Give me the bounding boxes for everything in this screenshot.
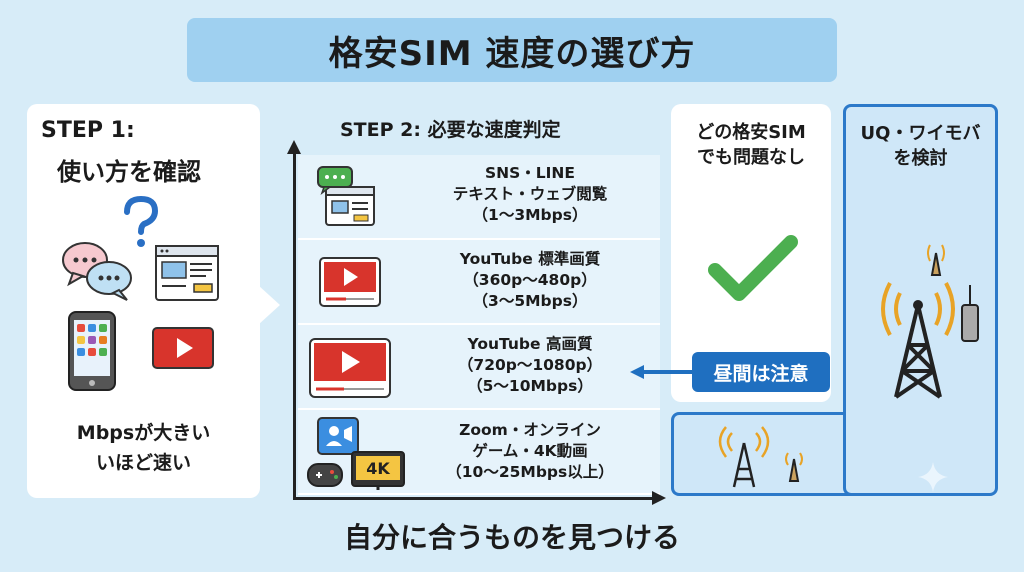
speed-tier-1: SNS・LINE テキスト・ウェブ閲覧 （1〜3Mbps） (298, 155, 660, 240)
tier-1-line3: （1〜3Mbps） (472, 206, 588, 224)
browser-window-icon (155, 245, 219, 301)
uq-title: UQ・ワイモバ を検討 (846, 121, 995, 171)
step1-subheading: 使い方を確認 (57, 158, 201, 186)
x-axis-arrowhead (652, 491, 666, 505)
uq-panel: UQ・ワイモバ を検討 (843, 104, 998, 496)
video-player-icon (152, 327, 214, 369)
uq-title-line1: UQ・ワイモバ (860, 123, 981, 144)
uq-panel-bottom (671, 412, 851, 496)
check-mark-icon (708, 235, 798, 301)
ok-title-line1: どの格安SIM (696, 122, 806, 143)
y-axis-arrowhead (287, 140, 301, 154)
step1-panel: STEP 1: 使い方を確認 (27, 104, 260, 498)
x-axis (293, 497, 653, 500)
footer-caption: 自分に合うものを見つける (343, 521, 680, 554)
step1-note-line1: Mbpsが大きい (76, 422, 211, 444)
tier-1-line1: SNS・LINE (484, 164, 575, 182)
youtube-standard-icon (319, 257, 381, 307)
warning-badge: 昼間は注意 (692, 352, 830, 392)
tier-4-line3: （10〜25Mbps以上） (446, 463, 614, 481)
ok-title: どの格安SIM でも問題なし (671, 120, 831, 170)
tier-2-text: YouTube 標準画質 （360p〜480p） （3〜5Mbps） (410, 249, 650, 312)
tier-3-line2: （720p〜1080p） (457, 356, 603, 374)
ok-title-line2: でも問題なし (697, 147, 805, 168)
warning-arrow (630, 365, 692, 379)
youtube-hd-icon (309, 338, 391, 398)
chat-bubbles-icon (62, 242, 132, 301)
uq-title-line2: を検討 (893, 148, 948, 169)
tier-3-text: YouTube 高画質 （720p〜1080p） （5〜10Mbps） (410, 334, 650, 397)
zoom-game-4k-icon: 4K (307, 417, 405, 490)
tier-1-line2: テキスト・ウェブ閲覧 (452, 185, 608, 203)
4k-label: 4K (366, 459, 390, 478)
step1-note-line2: いほど速い (95, 452, 191, 474)
cell-tower-icon (881, 244, 979, 399)
step1-note: Mbpsが大きい いほど速い (27, 418, 260, 478)
question-mark-icon (124, 196, 159, 247)
tier-4-line2: ゲーム・4K動画 (472, 442, 588, 460)
smartphone-icon (68, 311, 116, 391)
sns-browser-icon (317, 166, 375, 226)
step2-heading: STEP 2: 必要な速度判定 (340, 119, 561, 141)
speed-tier-2: YouTube 標準画質 （360p〜480p） （3〜5Mbps） (298, 240, 660, 325)
tier-4-line1: Zoom・オンライン (459, 421, 601, 439)
speed-tier-4: 4K Zoom・オンライン ゲーム・4K動画 （10〜25Mbps以上） (298, 410, 660, 495)
tier-1-text: SNS・LINE テキスト・ウェブ閲覧 （1〜3Mbps） (410, 163, 650, 226)
speed-tier-3: YouTube 高画質 （720p〜1080p） （5〜10Mbps） (298, 325, 660, 410)
page-title: 格安SIM 速度の選び方 (187, 18, 837, 82)
tier-2-line1: YouTube 標準画質 (459, 250, 601, 268)
tier-4-text: Zoom・オンライン ゲーム・4K動画 （10〜25Mbps以上） (410, 420, 650, 483)
tier-2-line3: （3〜5Mbps） (472, 292, 588, 310)
step1-pointer-arrow (258, 285, 280, 325)
y-axis (293, 150, 296, 500)
step1-heading: STEP 1: (41, 118, 135, 143)
cell-tower-small-icon (718, 426, 803, 488)
tier-2-line2: （360p〜480p） (463, 271, 597, 289)
tier-3-line1: YouTube 高画質 (467, 335, 593, 353)
sparkle-icon (918, 462, 948, 492)
tier-3-line3: （5〜10Mbps） (467, 377, 593, 395)
